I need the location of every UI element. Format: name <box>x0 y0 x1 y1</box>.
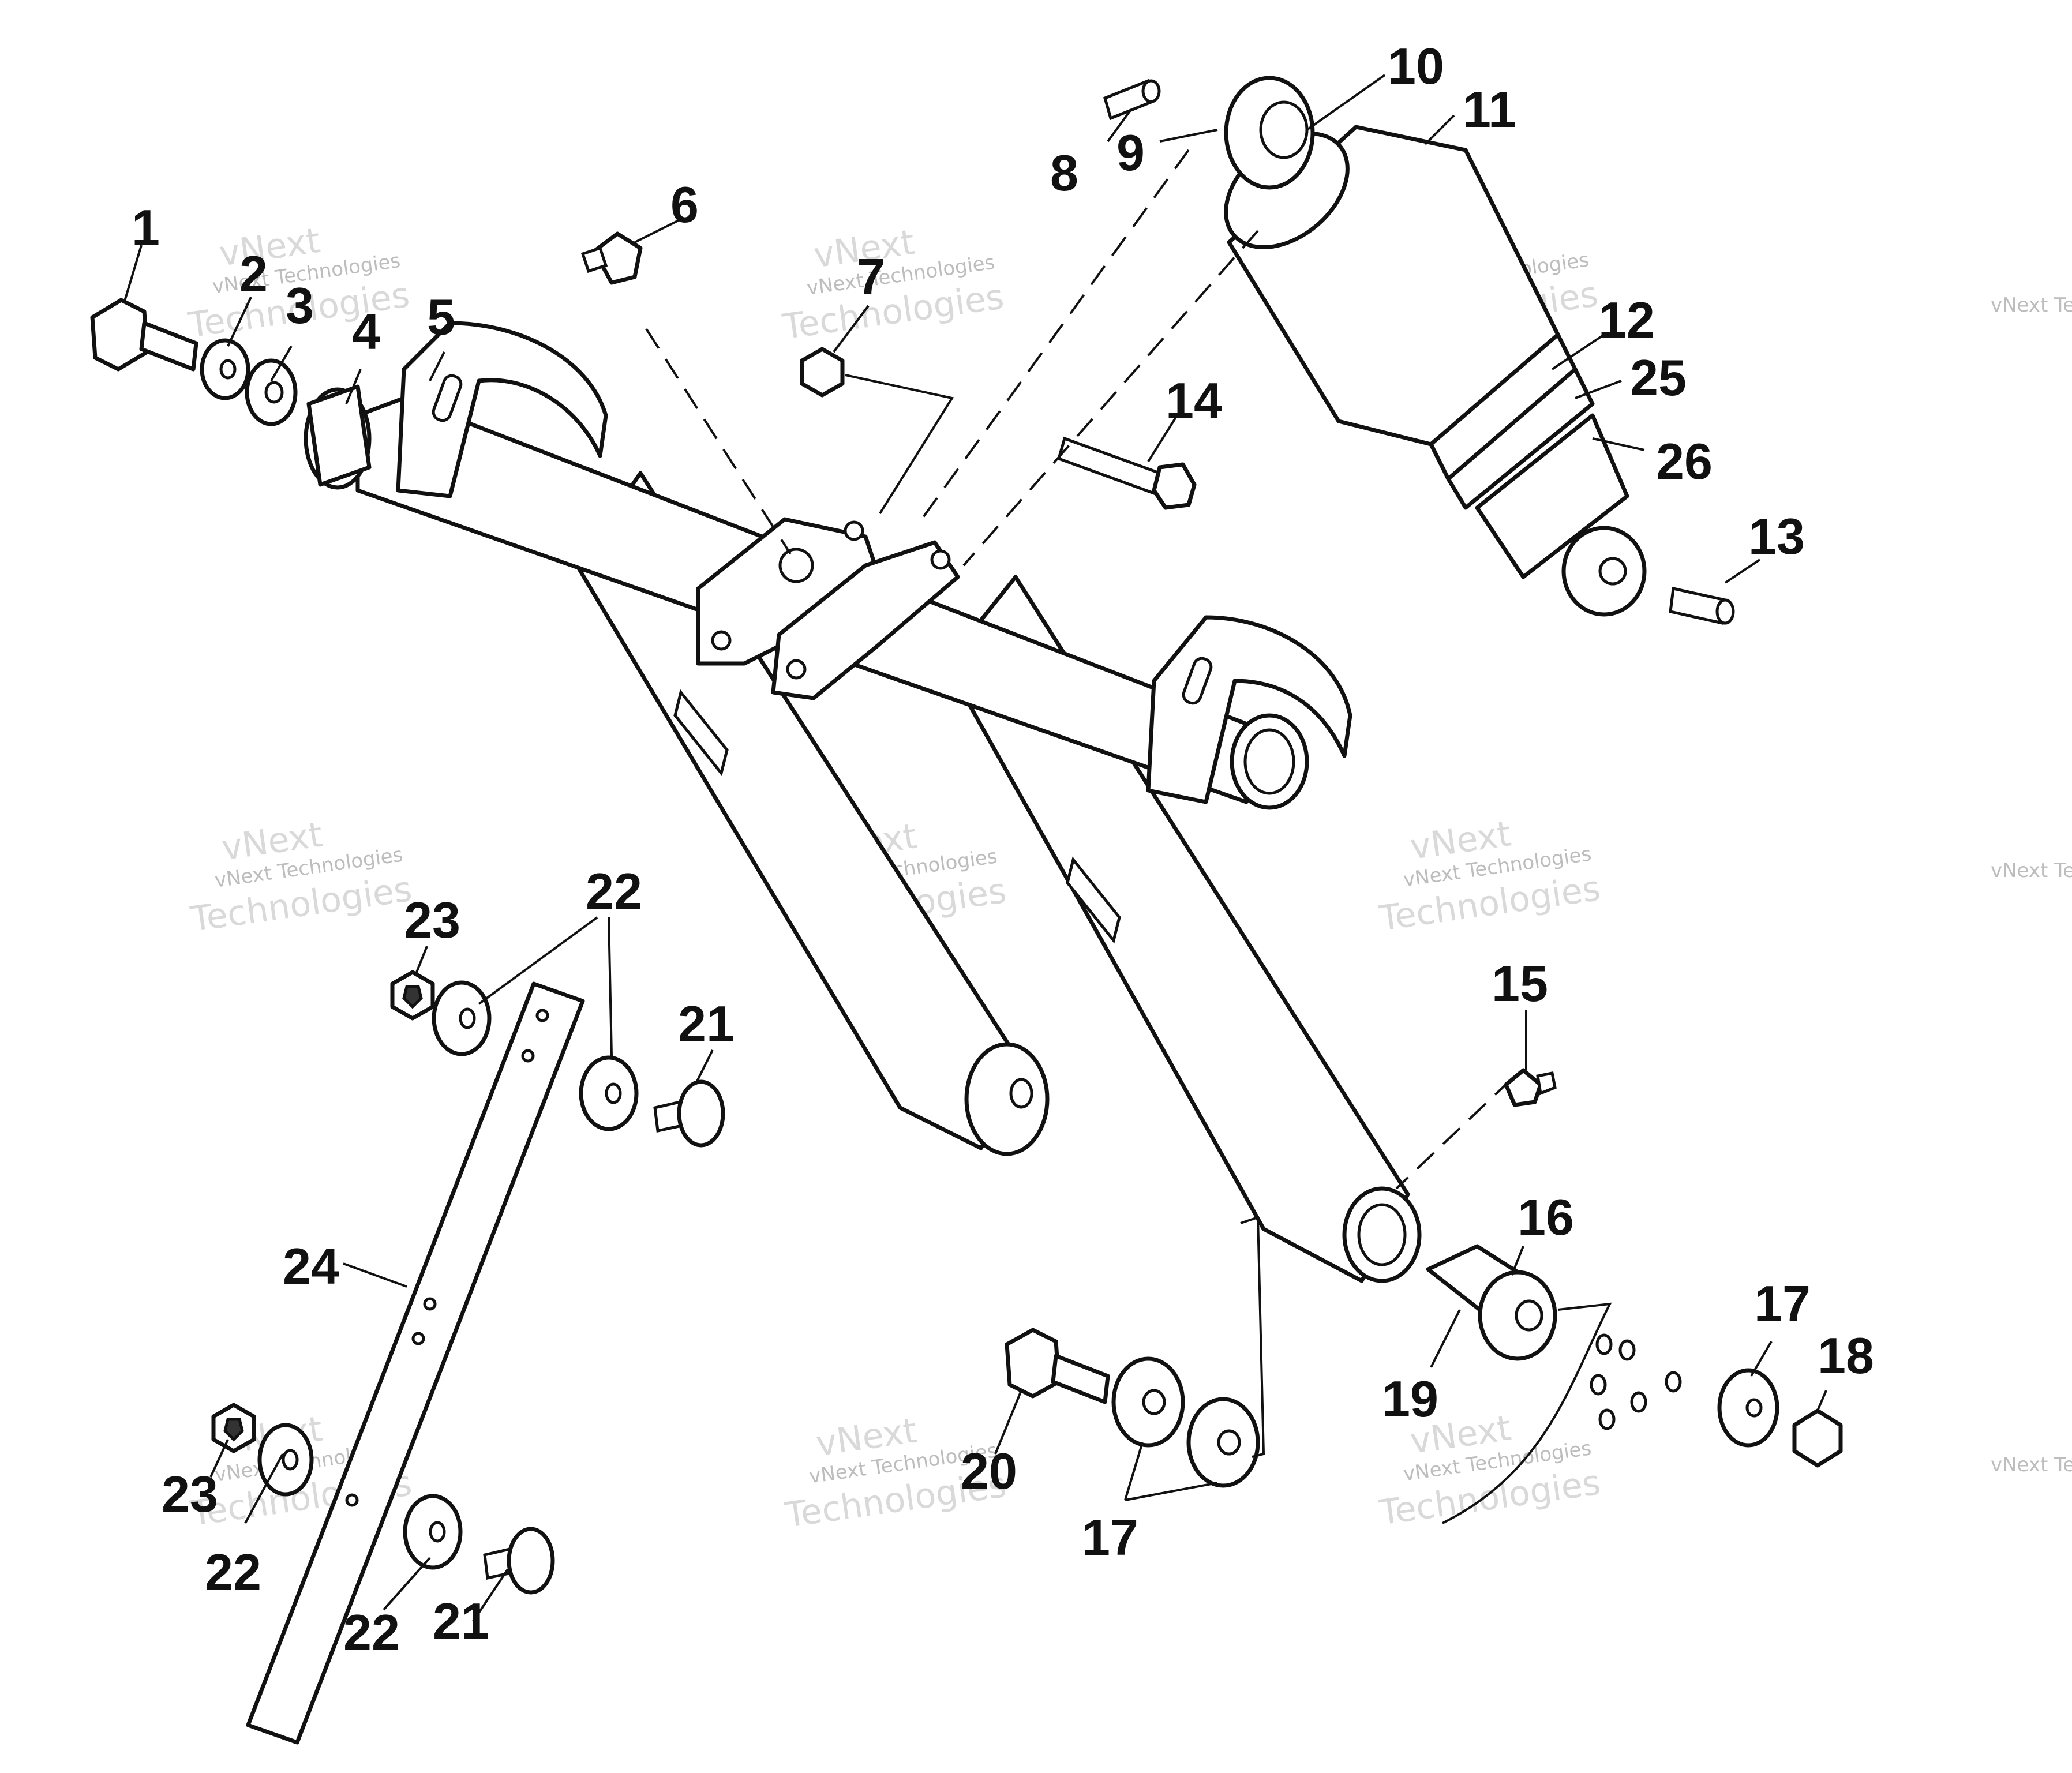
callout-11: 11 <box>1463 81 1516 138</box>
center-mount-hole-2 <box>844 520 864 541</box>
callout-16: 16 <box>1518 1189 1574 1246</box>
watermark-mid-left: vNext vNext Technologies Technologies <box>188 815 414 940</box>
washer-17-middle-hole <box>1217 1429 1241 1456</box>
callout-9: 9 <box>1116 124 1145 181</box>
cross-tube-right-bore <box>1243 728 1295 795</box>
strap-24 <box>246 981 585 1745</box>
callout-4: 4 <box>352 303 380 360</box>
shock-bottom-eye-hole <box>1598 557 1627 586</box>
center-mount-hole-3 <box>786 659 807 680</box>
left-clamp-slot <box>432 374 463 422</box>
callout-22-lower: 22 <box>343 1604 400 1661</box>
watermark-top-center: vNext vNext Technologies Technologies <box>780 222 1006 347</box>
frame-rail-section <box>1442 1302 1682 1524</box>
mount-bracket-hint <box>1240 1216 1265 1458</box>
spacer-tube-4 <box>306 384 372 487</box>
watermark-mid-right: vNext vNext Technologies Technologies <box>1377 814 1603 939</box>
pin-8 <box>1103 78 1161 121</box>
center-lines <box>645 149 1513 1190</box>
washer-22-a-hole <box>459 1007 476 1029</box>
callout-22-left: 22 <box>205 1543 261 1600</box>
shock-lower-body-26 <box>1475 413 1629 579</box>
bolt-14 <box>1056 436 1197 510</box>
washer-22-c-hole <box>282 1449 299 1471</box>
right-clamp-slot <box>1182 657 1213 705</box>
pin-13 <box>1669 586 1735 625</box>
watermark-right-edge-bottom: vNext Technologies <box>1991 1453 2072 1476</box>
callout-25: 25 <box>1630 349 1687 406</box>
callout-2: 2 <box>239 245 268 302</box>
nut-7 <box>800 347 845 398</box>
callout-21-lower: 21 <box>433 1592 489 1650</box>
nut-23-upper-thread <box>402 985 423 1009</box>
watermark-right-edge-top: vNext Technologies <box>1991 294 2072 317</box>
clevis-pin-21-upper <box>653 1079 725 1148</box>
washer-17-left-hole <box>1142 1389 1166 1415</box>
callout-6: 6 <box>670 176 699 233</box>
svg-text:vNext Technologies: vNext Technologies <box>1991 294 2072 317</box>
swing-arm-assembly <box>304 321 1422 1283</box>
shock-top-eye-bushing <box>1259 100 1309 159</box>
callout-19: 19 <box>1382 1370 1438 1427</box>
callout-15: 15 <box>1492 955 1548 1012</box>
callout-26: 26 <box>1656 433 1713 490</box>
washer-2-hole <box>219 359 237 380</box>
left-arm-end-hole <box>1009 1078 1033 1109</box>
nut-18 <box>1792 1408 1843 1468</box>
center-mount-plate-right <box>771 540 960 700</box>
left-clamp-bracket <box>396 321 608 498</box>
callout-17-right: 17 <box>1754 1275 1811 1332</box>
callout-22-upper: 22 <box>586 863 642 920</box>
callout-18: 18 <box>1818 1327 1874 1384</box>
callout-1: 1 <box>132 199 160 256</box>
clevis-pin-21-lower <box>483 1527 555 1595</box>
leader-lines <box>123 74 1827 1622</box>
callout-8: 8 <box>1050 144 1078 201</box>
left-arm-end-boss <box>964 1042 1050 1156</box>
nut-23-lower-thread <box>223 1418 244 1442</box>
callout-23-lower: 23 <box>162 1465 218 1523</box>
callout-21-upper: 21 <box>678 995 735 1052</box>
washer-3-hole <box>264 381 284 404</box>
center-mount-hole-4 <box>930 549 951 570</box>
callout-23-upper: 23 <box>404 891 460 949</box>
shock-absorber <box>1224 76 1647 617</box>
callout-3: 3 <box>286 277 314 334</box>
callout-14: 14 <box>1166 372 1222 429</box>
bolt-1 <box>90 298 198 372</box>
callout-24: 24 <box>283 1238 339 1295</box>
callout-5: 5 <box>427 288 455 346</box>
grease-fitting-15 <box>1504 1068 1557 1107</box>
callout-17-bottom: 17 <box>1082 1509 1138 1566</box>
bushing-16 <box>1426 1244 1557 1361</box>
callout-labels: 1 2 3 4 5 6 7 8 9 10 11 12 25 26 13 14 1… <box>132 38 1874 1661</box>
center-mount-hole-1 <box>711 630 732 651</box>
callout-7: 7 <box>857 248 885 305</box>
svg-text:vNext Technologies: vNext Technologies <box>1991 859 2072 882</box>
center-grease-boss <box>778 548 814 583</box>
washer-22-b-hole <box>605 1082 622 1104</box>
left-arm-gusset <box>673 689 729 777</box>
right-arm-end-tube-bore <box>1357 1203 1407 1266</box>
washer-17-right-hole <box>1745 1398 1763 1418</box>
callout-12: 12 <box>1598 291 1655 348</box>
svg-text:vNext Technologies: vNext Technologies <box>1991 1453 2072 1476</box>
bolt-20 <box>1005 1328 1110 1404</box>
right-arm-gusset <box>1066 856 1121 944</box>
callout-10: 10 <box>1388 38 1444 95</box>
callout-20: 20 <box>961 1442 1017 1500</box>
shock-bumper-25 <box>1446 367 1595 510</box>
watermark-right-edge-mid: vNext Technologies <box>1991 859 2072 882</box>
callout-13: 13 <box>1748 508 1805 565</box>
washer-22-d-hole <box>429 1521 446 1543</box>
grease-fitting-6 <box>580 231 643 285</box>
